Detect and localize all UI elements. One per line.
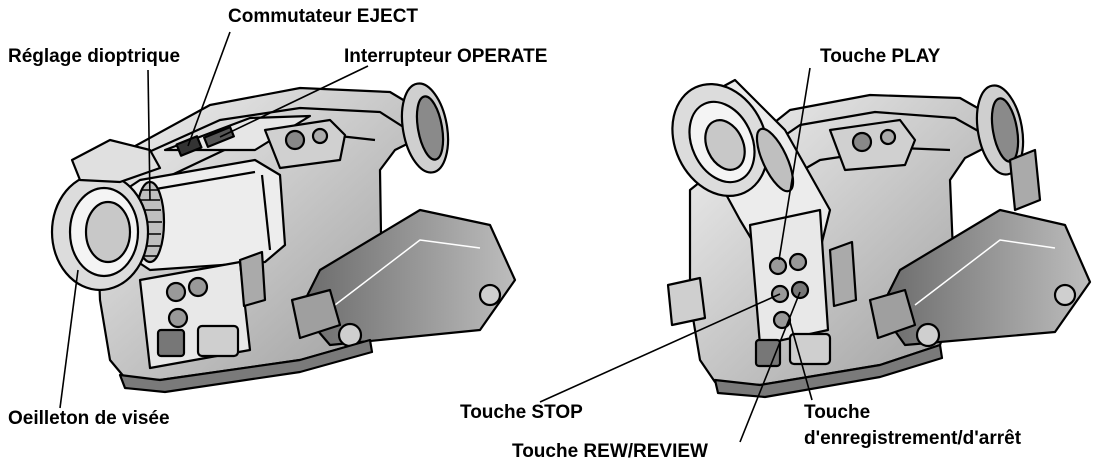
leader-eject — [187, 31, 231, 147]
left-top-ridge — [119, 106, 406, 167]
label-rec-line2: d'enregistrement/d'arrêt — [804, 428, 1022, 449]
leader-operate — [219, 65, 369, 138]
right-camcorder — [666, 78, 1092, 399]
label-rec-line1: Touche — [804, 402, 871, 423]
leader-lines — [59, 31, 813, 443]
label-diopter: Réglage dioptrique — [8, 46, 181, 67]
label-eject: Commutateur EJECT — [228, 6, 419, 27]
leader-rew — [739, 291, 801, 443]
label-stop: Touche STOP — [460, 402, 583, 423]
leader-rec — [789, 321, 813, 401]
label-rew: Touche REW/REVIEW — [512, 441, 708, 462]
rew-button-shape — [790, 280, 810, 300]
play-button-shape — [768, 256, 788, 276]
label-operate: Interrupteur OPERATE — [344, 46, 548, 67]
label-play: Touche PLAY — [820, 46, 941, 67]
leader-play — [778, 67, 811, 261]
rec-button-shape — [772, 310, 792, 330]
leader-diopter — [147, 69, 151, 201]
label-eyecup: Oeilleton de visée — [8, 408, 170, 429]
left-camcorder — [50, 82, 517, 394]
leader-eyecup — [59, 269, 79, 409]
left-top-panel — [163, 114, 312, 152]
eject-switch-shape — [175, 135, 203, 157]
leader-stop — [539, 293, 781, 403]
